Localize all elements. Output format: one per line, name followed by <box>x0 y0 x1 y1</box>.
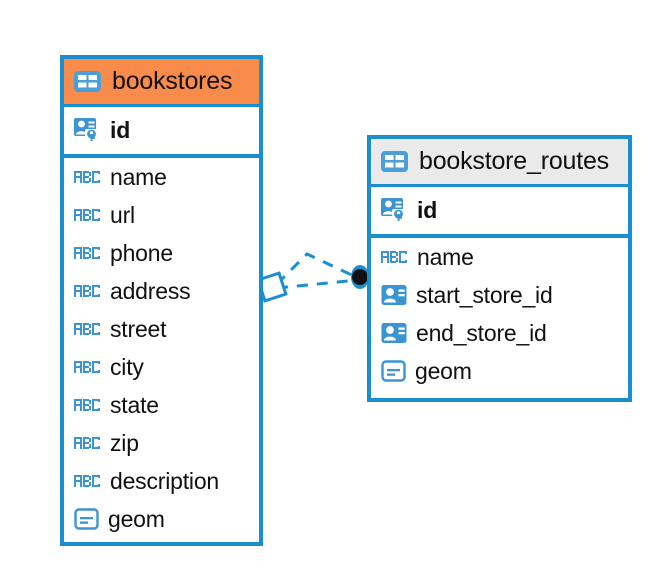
text-type-icon <box>74 169 101 185</box>
primary-key-section-bookstores: id <box>64 107 259 158</box>
text-type-icon <box>74 359 101 375</box>
text-type-icon <box>381 249 408 265</box>
field-label: zip <box>110 429 139 456</box>
field-row-address[interactable]: address <box>64 272 259 310</box>
field-row-geom[interactable]: geom <box>64 500 259 538</box>
field-label: address <box>110 277 191 304</box>
entity-bookstore-routes[interactable]: bookstore_routes <box>367 135 632 402</box>
field-label: geom <box>415 357 472 384</box>
text-type-icon <box>74 397 101 413</box>
field-row-name[interactable]: name <box>64 158 259 196</box>
field-label: url <box>110 201 135 228</box>
relationship-line-lower <box>276 278 359 290</box>
entity-header-bookstore-routes[interactable]: bookstore_routes <box>371 139 628 187</box>
field-label: id <box>417 197 438 223</box>
field-row-geom[interactable]: geom <box>371 352 628 390</box>
field-row-id[interactable]: id <box>371 187 628 234</box>
geometry-type-icon <box>381 360 406 382</box>
entity-title: bookstores <box>112 67 233 95</box>
field-section-bookstores: name <box>64 158 259 538</box>
foreign-key-icon <box>381 322 407 344</box>
field-row-phone[interactable]: phone <box>64 234 259 272</box>
field-row-id[interactable]: id <box>64 107 259 154</box>
entity-title: bookstore_routes <box>419 147 609 175</box>
field-label: description <box>110 467 220 494</box>
geometry-type-icon <box>74 508 99 530</box>
field-label: city <box>110 353 144 380</box>
field-label: end_store_id <box>416 319 547 346</box>
primary-key-icon <box>74 117 101 144</box>
text-type-icon <box>74 283 101 299</box>
primary-key-icon <box>381 197 408 224</box>
field-row-state[interactable]: state <box>64 386 259 424</box>
field-label: state <box>110 391 159 418</box>
table-icon <box>381 151 408 172</box>
field-row-zip[interactable]: zip <box>64 424 259 462</box>
field-section-bookstore-routes: name start_store_id <box>371 238 628 390</box>
field-label: phone <box>110 239 173 266</box>
field-row-description[interactable]: description <box>64 462 259 500</box>
table-icon <box>74 71 101 92</box>
field-row-street[interactable]: street <box>64 310 259 348</box>
field-row-city[interactable]: city <box>64 348 259 386</box>
field-row-start-store-id[interactable]: start_store_id <box>371 276 628 314</box>
filled-circle-marker <box>351 265 369 289</box>
text-type-icon <box>74 473 101 489</box>
field-row-url[interactable]: url <box>64 196 259 234</box>
field-label: name <box>110 163 167 190</box>
text-type-icon <box>74 435 101 451</box>
entity-header-bookstores[interactable]: bookstores <box>64 59 259 107</box>
field-label: id <box>110 117 131 143</box>
primary-key-section-bookstore-routes: id <box>371 187 628 238</box>
field-label: name <box>417 243 474 270</box>
field-label: start_store_id <box>416 281 553 308</box>
field-row-name[interactable]: name <box>371 238 628 276</box>
relationship-line-upper <box>275 252 359 286</box>
text-type-icon <box>74 245 101 261</box>
field-row-end-store-id[interactable]: end_store_id <box>371 314 628 352</box>
field-label: geom <box>108 505 165 532</box>
foreign-key-icon <box>381 284 407 306</box>
field-label: street <box>110 315 167 342</box>
text-type-icon <box>74 321 101 337</box>
relationship-connector[interactable] <box>255 240 385 330</box>
text-type-icon <box>74 207 101 223</box>
entity-bookstores[interactable]: bookstores <box>60 55 263 546</box>
